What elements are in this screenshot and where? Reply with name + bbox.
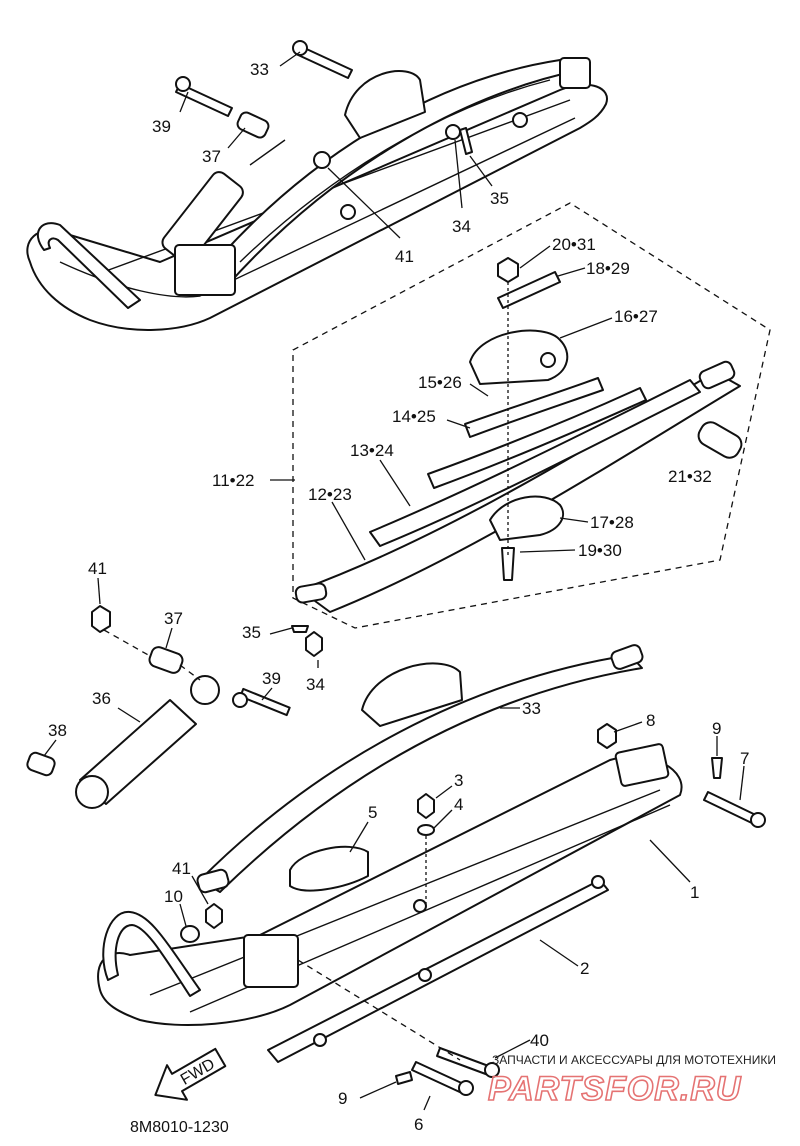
- callout-bl-36: 36: [92, 689, 111, 708]
- collar-38: [26, 751, 56, 777]
- leaf-bolt-19-30: [501, 547, 515, 581]
- callout-b-9-bottom: 9: [338, 1089, 347, 1108]
- callout-bl-41: 41: [88, 559, 107, 578]
- leaf-15-26: [464, 377, 604, 438]
- callout-b-6: 6: [414, 1115, 423, 1134]
- leaf-13-24: [369, 379, 701, 547]
- collar-37: [148, 646, 184, 674]
- callout-b-10: 10: [164, 887, 183, 906]
- callout-b-8: 8: [646, 711, 655, 730]
- watermark-tagline: ЗАПЧАСТИ И АКСЕССУАРЫ ДЛЯ МОТОТЕХНИКИ: [492, 1053, 776, 1067]
- bottom-ski-assembly: 33 8 9 7 3 4 5 1 41 10 2 40 9 6: [97, 644, 766, 1134]
- nut-34: [305, 631, 323, 657]
- callout-top-41: 41: [395, 247, 414, 266]
- collar-10: [180, 925, 200, 943]
- shock-absorber-group: 41 37 35 34 39 36 38: [26, 559, 325, 809]
- bottom-ski-hoop: [102, 910, 201, 997]
- callout-20-31: 20•31: [552, 235, 596, 254]
- callout-b-33: 33: [522, 699, 541, 718]
- top-shock-absorber: [161, 171, 244, 264]
- callout-18-29: 18•29: [586, 259, 630, 278]
- watermark: ЗАПЧАСТИ И АКСЕССУАРЫ ДЛЯ МОТОТЕХНИКИ PA…: [487, 1053, 776, 1109]
- top-collar-37: [236, 111, 270, 139]
- watermark-brand: PARTSFOR.RU: [488, 1070, 742, 1108]
- leaf-12-23: [299, 371, 741, 613]
- nut-8: [597, 723, 617, 749]
- callout-17-28: 17•28: [590, 513, 634, 532]
- diagram-code: 8M8010-1230: [130, 1119, 229, 1136]
- callout-b-3: 3: [454, 771, 463, 790]
- top-rear-bracket: [559, 57, 591, 89]
- callout-b-40: 40: [530, 1031, 549, 1050]
- callout-15-26: 15•26: [418, 373, 462, 392]
- leaf-14-25: [427, 387, 647, 489]
- callout-14-25: 14•25: [392, 407, 436, 426]
- pin-9-bottom: [395, 1071, 413, 1085]
- callout-b-9-top: 9: [712, 719, 721, 738]
- top-front-bracket: [174, 244, 236, 296]
- top-ski-assembly: 33 39 37 35 34 41: [26, 40, 608, 331]
- callout-b-4: 4: [454, 795, 463, 814]
- callout-11-22: 11•22: [212, 471, 255, 490]
- bottom-saddle: [361, 662, 463, 727]
- callout-13-24: 13•24: [350, 441, 394, 460]
- damper-5: [289, 845, 369, 892]
- callout-bl-39: 39: [262, 669, 281, 688]
- callout-b-5: 5: [368, 803, 377, 822]
- leaf-nut-20-31: [497, 257, 519, 283]
- fwd-arrow-icon: FWD: [154, 1047, 227, 1101]
- callout-top-33: 33: [250, 60, 269, 79]
- callout-top-37: 37: [202, 147, 221, 166]
- callout-b-7: 7: [740, 749, 749, 768]
- leaf-spring-exploded-view: 20•31 18•29 16•27 15•26 14•25 13•24 11•2…: [212, 202, 771, 629]
- top-nut-34: [445, 124, 461, 140]
- callout-bl-34: 34: [306, 675, 325, 694]
- callout-16-27: 16•27: [614, 307, 658, 326]
- bottom-front-bracket: [243, 934, 299, 988]
- callout-bl-38: 38: [48, 721, 67, 740]
- leaf-spring-dashed-boundary: [292, 202, 771, 629]
- nut-41-lower: [205, 903, 223, 929]
- callout-top-34: 34: [452, 217, 471, 236]
- wear-bar-2: [267, 879, 609, 1063]
- callout-bl-37: 37: [164, 609, 183, 628]
- leaf-clip-18-29: [497, 271, 561, 309]
- pin-35: [291, 625, 309, 633]
- callout-19-30: 19•30: [578, 541, 622, 560]
- bottom-leaf-spring: [199, 654, 643, 893]
- callout-12-23: 12•23: [308, 485, 352, 504]
- callout-top-39: 39: [152, 117, 171, 136]
- callout-top-35: 35: [490, 189, 509, 208]
- callout-b-41: 41: [172, 859, 191, 878]
- pin-9-top: [711, 757, 723, 779]
- top-ski-hoop: [37, 222, 141, 309]
- top-saddle: [344, 70, 426, 139]
- leaf-spacer-21-32: [697, 421, 743, 459]
- callout-b-1: 1: [690, 883, 699, 902]
- top-nut-41: [313, 151, 331, 169]
- callout-21-32: 21•32: [668, 467, 712, 486]
- callout-bl-35: 35: [242, 623, 261, 642]
- bottom-rear-bracket: [614, 743, 670, 787]
- nut-41: [91, 605, 111, 633]
- top-pin-35: [459, 127, 473, 155]
- washer-4: [417, 824, 435, 836]
- nut-3: [417, 793, 435, 819]
- callout-b-2: 2: [580, 959, 589, 978]
- leaf-saddle-16-27: [469, 329, 569, 385]
